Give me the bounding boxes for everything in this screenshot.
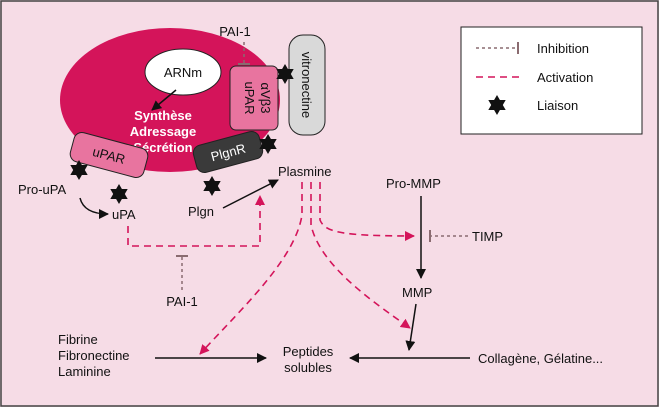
liaison-star [276, 64, 294, 84]
upar-right-label: uPAR [242, 82, 257, 115]
secretion-label: Sécrétion [133, 140, 192, 155]
upar-avb3-box [229, 65, 279, 131]
pai1-top-label: PAI-1 [219, 24, 251, 39]
pro-upa-to-upa-arrow [79, 197, 109, 219]
fibronectine-label: Fibronectine [58, 348, 130, 363]
plasmine-to-mmp-activation [310, 182, 411, 329]
laminine-label: Laminine [58, 364, 111, 379]
legend-inhibition-label: Inhibition [537, 41, 589, 56]
plgnr-box: PlgnR [192, 130, 264, 174]
liaison-star [203, 176, 221, 196]
solubles-label: solubles [284, 360, 332, 375]
pro-mmp-label: Pro-MMP [386, 176, 441, 191]
upa-label: uPA [112, 207, 136, 222]
arnm-label: ARNm [164, 65, 202, 80]
mmp-label: MMP [402, 285, 432, 300]
upar-left-box: uPAR [69, 131, 149, 179]
peptides-label: Peptides [283, 344, 334, 359]
plasmine-label: Plasmine [278, 164, 331, 179]
adressage-label: Adressage [130, 124, 196, 139]
timp-label: TIMP [472, 229, 503, 244]
legend-liaison-label: Liaison [537, 98, 578, 113]
upa-activation-path [127, 195, 265, 247]
arnm-nucleus [144, 48, 222, 96]
liaison-star [259, 134, 277, 154]
pai1-bottom-label: PAI-1 [166, 294, 198, 309]
arnm-arrow [151, 89, 177, 111]
cell-body [60, 28, 280, 172]
legend-star-mark [488, 95, 506, 115]
legend: Inhibition Activation Liaison [460, 26, 643, 135]
vitronectine-pill: vitronectine [288, 34, 326, 136]
star-icon [488, 95, 506, 115]
synthese-label: Synthèse [134, 108, 192, 123]
liaison-stars [70, 64, 294, 204]
mmp-to-peptides-arrow [405, 303, 417, 351]
collagene-label: Collagène, Gélatine... [478, 351, 603, 366]
fibrine-label: Fibrine [58, 332, 98, 347]
plgn-label: Plgn [188, 204, 214, 219]
vitronectine-label: vitronectine [299, 52, 314, 118]
avb3-label: αVβ3 [258, 83, 273, 114]
legend-activation-label: Activation [537, 70, 593, 85]
plasmine-to-peptides-activation [199, 182, 303, 355]
pro-upa-label: Pro-uPA [18, 182, 66, 197]
plasmine-to-promm-activation [319, 182, 415, 241]
liaison-star [70, 160, 88, 180]
liaison-star [110, 184, 128, 204]
plgn-to-plasmine-arrow [222, 179, 279, 209]
